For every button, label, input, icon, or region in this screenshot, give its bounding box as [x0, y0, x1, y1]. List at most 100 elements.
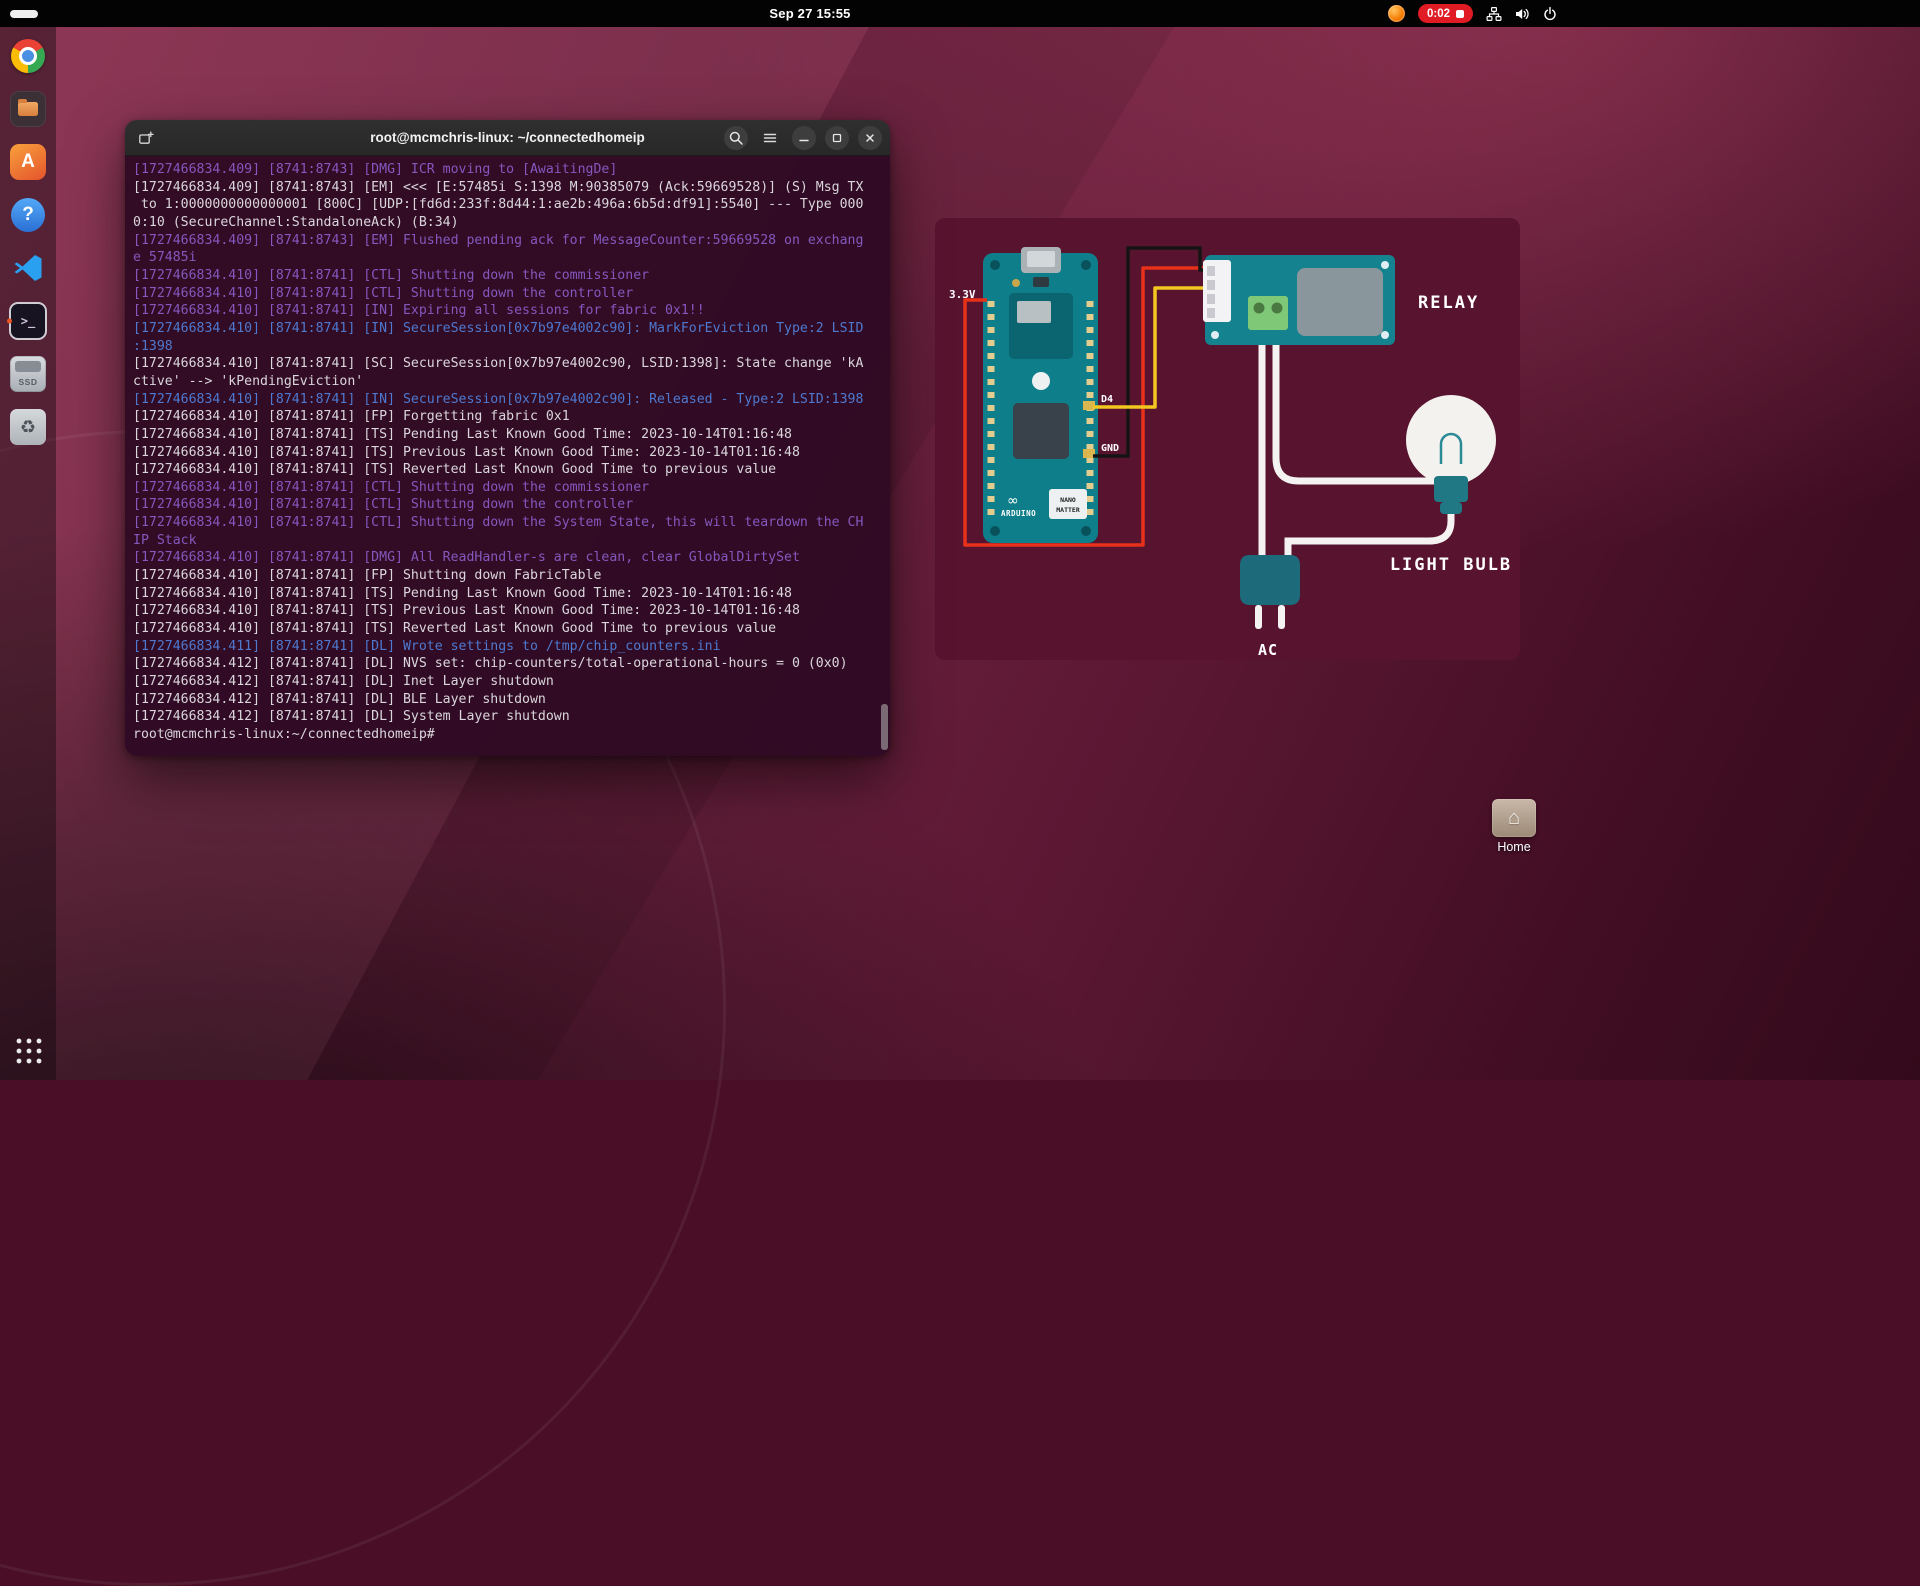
terminal-log-row: [1727466834.410] [8741:8741] [IN] Secure…: [133, 320, 864, 336]
ssd-drive-label: SSD: [18, 377, 38, 387]
terminal-log-row: [1727466834.410] [8741:8741] [CTL] Shutt…: [133, 479, 650, 495]
dock-item-vscode[interactable]: [6, 246, 50, 290]
folder-icon: [18, 98, 38, 116]
recorder-app-icon[interactable]: [1387, 5, 1405, 22]
terminal-log-row: [1727466834.412] [8741:8741] [DL] NVS se…: [133, 656, 848, 672]
label-3v3: 3.3V: [949, 288, 976, 301]
show-apps-button[interactable]: [6, 1028, 50, 1072]
terminal-log-row: [1727466834.410] [8741:8741] [TS] Pendin…: [133, 585, 792, 601]
new-tab-icon: [139, 131, 154, 144]
terminal-log-row: [1727466834.409] [8741:8743] [EM] <<< [E…: [133, 179, 864, 195]
terminal-log-row: ctive' --> 'kPendingEviction': [133, 373, 364, 389]
home-icon-label: Home: [1497, 840, 1531, 854]
terminal-header-bar[interactable]: root@mcmchris-linux: ~/connectedhomeip: [125, 120, 890, 156]
terminal-log-row: [1727466834.410] [8741:8741] [CTL] Shutt…: [133, 267, 650, 283]
dock-item-app-center[interactable]: A: [6, 140, 50, 184]
new-tab-button[interactable]: [133, 125, 159, 151]
ac-plug: [1240, 555, 1300, 629]
light-bulb: [1406, 395, 1496, 514]
terminal-log-row: [1727466834.412] [8741:8741] [DL] Inet L…: [133, 674, 554, 690]
running-indicator-dot: [7, 318, 12, 324]
maximize-icon: [832, 133, 842, 142]
label-relay: RELAY: [1418, 293, 1479, 313]
house-icon: ⌂: [1507, 807, 1521, 829]
terminal-window: root@mcmchris-linux: ~/connectedhomeip: [125, 120, 890, 756]
terminal-log-row: [1727466834.411] [8741:8741] [DL] Wrote …: [133, 638, 721, 654]
minimize-button[interactable]: [792, 125, 816, 150]
terminal-log-row: [1727466834.410] [8741:8741] [TS] Previo…: [133, 603, 800, 619]
terminal-log-row: [1727466834.412] [8741:8741] [DL] BLE La…: [133, 691, 546, 707]
search-button[interactable]: [724, 125, 748, 150]
stop-recording-icon: [1456, 9, 1464, 18]
minimize-icon: [799, 139, 809, 141]
dock-item-chrome[interactable]: [6, 34, 50, 78]
chrome-icon: [11, 39, 45, 73]
dock-item-trash[interactable]: ♻: [6, 405, 50, 449]
menu-button[interactable]: [757, 125, 783, 151]
app-grid-icon: [13, 1035, 43, 1065]
wire-red-3v3: [963, 266, 1207, 547]
close-icon: [866, 133, 874, 142]
terminal-log-row: IP Stack: [133, 532, 197, 548]
top-bar: Sep 27 15:55 0:02: [0, 0, 1920, 27]
system-tray: 0:02: [1387, 0, 1558, 27]
screen-recording-indicator[interactable]: 0:02: [1417, 4, 1473, 23]
desktop-home-icon[interactable]: ⌂ Home: [1486, 799, 1542, 854]
terminal-log-row: [1727466834.410] [8741:8741] [CTL] Shutt…: [133, 285, 634, 301]
terminal-output[interactable]: [1727466834.409] [8741:8743] [DMG] ICR m…: [125, 156, 890, 756]
terminal-log-row: [1727466834.410] [8741:8741] [TS] Previo…: [133, 444, 800, 460]
arduino-logo-icon: ∞: [1007, 493, 1019, 509]
terminal-log-row: :1398: [133, 338, 173, 354]
close-button[interactable]: [858, 125, 882, 150]
dock-item-ssd-drive[interactable]: SSD: [6, 352, 50, 396]
search-icon: [729, 131, 743, 145]
dock-item-help[interactable]: ?: [6, 193, 50, 237]
terminal-log-row: [1727466834.410] [8741:8741] [IN] Secure…: [133, 391, 864, 407]
label-ac: AC: [1258, 641, 1278, 659]
terminal-log-row: e 57485i: [133, 250, 197, 266]
terminal-log-row: [1727466834.410] [8741:8741] [CTL] Shutt…: [133, 497, 634, 513]
label-gnd: GND: [1101, 443, 1119, 454]
clock[interactable]: Sep 27 15:55: [769, 6, 851, 21]
maximize-button[interactable]: [825, 125, 849, 150]
terminal-log-row: to 1:0000000000000001 [800C] [UDP:[fd6d:…: [133, 197, 864, 213]
terminal-log-row: [1727466834.410] [8741:8741] [IN] Expiri…: [133, 303, 705, 319]
trash-recycle-icon: ♻: [10, 409, 46, 445]
chrome-icon-center: [19, 47, 37, 65]
board-model-text: NANO: [1060, 496, 1076, 504]
relay-module: [1203, 255, 1395, 345]
files-icon: [10, 91, 46, 127]
terminal-scrollbar-thumb[interactable]: [881, 704, 888, 750]
wire-yellow-d4: [1093, 286, 1207, 409]
dock-item-terminal[interactable]: >_: [6, 299, 50, 343]
ssd-drive-icon: SSD: [10, 356, 46, 392]
arduino-nano-matter-board: ∞ ARDUINO NANO MATTER: [983, 247, 1098, 543]
power-icon: [1544, 6, 1556, 20]
terminal-log-row: [1727466834.410] [8741:8741] [SC] Secure…: [133, 356, 864, 372]
terminal-log-row: [1727466834.412] [8741:8741] [DL] System…: [133, 709, 570, 725]
label-d4: D4: [1101, 394, 1113, 405]
white-cables: [1258, 334, 1455, 563]
terminal-log-row: [1727466834.410] [8741:8741] [TS] Revert…: [133, 621, 777, 637]
dock: A ? >_ SSD ♻: [0, 27, 56, 1080]
help-icon: ?: [11, 198, 45, 232]
terminal-log-row: [1727466834.410] [8741:8741] [CTL] Shutt…: [133, 515, 864, 531]
terminal-log-row: [1727466834.410] [8741:8741] [FP] Shutti…: [133, 568, 602, 584]
label-light-bulb: LIGHT BULB: [1390, 555, 1512, 575]
wire-black-gnd: [1093, 246, 1207, 458]
terminal-log-row: root@mcmchris-linux:~/connectedhomeip#: [133, 727, 443, 742]
terminal-icon: >_: [9, 302, 47, 340]
terminal-log-row: [1727466834.410] [8741:8741] [TS] Pendin…: [133, 426, 792, 442]
terminal-log-row: [1727466834.410] [8741:8741] [DMG] All R…: [133, 550, 800, 566]
recording-time: 0:02: [1426, 7, 1450, 20]
app-center-icon: A: [10, 144, 46, 180]
vscode-icon: [14, 255, 42, 281]
board-brand-text: ARDUINO: [1001, 509, 1036, 518]
status-icons[interactable]: [1486, 6, 1558, 22]
workspace-indicator[interactable]: [10, 10, 38, 18]
network-tree-icon: [1486, 6, 1502, 21]
dock-item-files[interactable]: [6, 87, 50, 131]
wiring-diagram: ∞ ARDUINO NANO MATTER: [935, 218, 1520, 660]
volume-icon: [1516, 8, 1529, 19]
terminal-log-row: [1727466834.410] [8741:8741] [FP] Forget…: [133, 409, 570, 425]
